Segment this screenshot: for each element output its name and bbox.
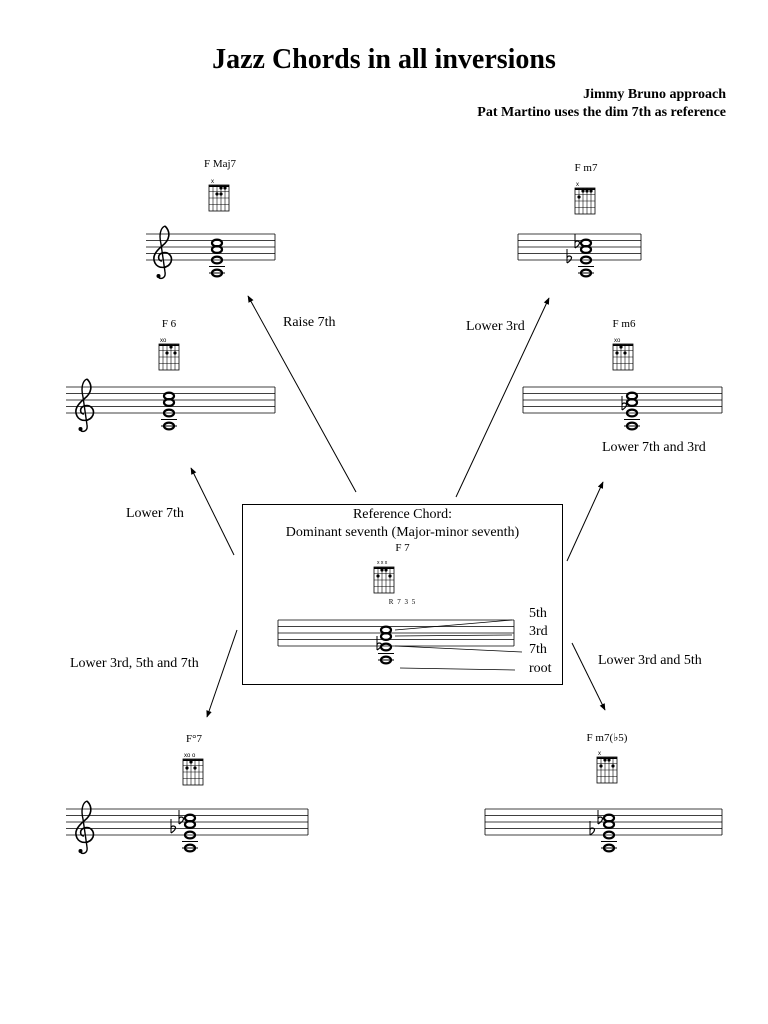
reference-chord-name: F 7	[395, 542, 410, 554]
chord-diagram-fmaj7: x	[208, 179, 230, 212]
chord-diagram-fdim7: xo o	[182, 753, 204, 786]
reference-description: Dominant seventh (Major-minor seventh)	[285, 525, 520, 540]
arrow-lower-7th	[190, 467, 235, 556]
svg-text:x: x	[576, 182, 579, 188]
svg-text:x: x	[211, 179, 214, 185]
chord-name-fm6: F m6	[612, 318, 636, 330]
svg-text:x: x	[598, 751, 601, 757]
label-root: root	[529, 661, 552, 676]
chord-name-fm7: F m7	[574, 162, 598, 174]
chord-diagram-f7: x x x	[373, 560, 395, 594]
label-raise-7th: Raise 7th	[283, 315, 336, 330]
staff-fm7	[517, 233, 642, 278]
chord-diagram-fm7: x	[574, 182, 596, 215]
arrow-lower-3rd-5th-7th	[206, 629, 238, 718]
staff-f6	[66, 378, 276, 433]
page-title: Jazz Chords in all inversions	[212, 44, 556, 75]
arrow-lower-3rd-and-5th	[571, 642, 606, 711]
staff-fmaj7	[146, 225, 276, 280]
label-lower-7th: Lower 7th	[126, 506, 184, 521]
chord-diagram-fm7b5: x	[596, 751, 618, 784]
staff-f7	[277, 619, 523, 671]
reference-heading: Reference Chord:	[352, 507, 453, 522]
label-lower-3rd-and-5th: Lower 3rd and 5th	[598, 653, 702, 668]
label-lower-3rd-5th-7th: Lower 3rd, 5th and 7th	[70, 656, 199, 671]
chord-name-fm7b5: F m7(♭5)	[586, 732, 628, 744]
label-seventh: 7th	[529, 642, 547, 657]
label-third: 3rd	[529, 624, 548, 639]
svg-text:xo: xo	[614, 338, 621, 344]
svg-text:xo: xo	[160, 338, 167, 344]
subtitle-approach: Jimmy Bruno approach	[583, 87, 726, 102]
arrow-raise-7th	[247, 295, 357, 493]
chord-name-fdim7: F°7	[185, 733, 203, 745]
subtitle-reference-note: Pat Martino uses the dim 7th as referenc…	[477, 105, 726, 120]
label-fifth: 5th	[529, 606, 547, 621]
reference-chord-box: Reference Chord: Dominant seventh (Major…	[242, 504, 563, 685]
staff-fm7b5	[484, 808, 723, 853]
reference-fingering: R 7 3 5	[388, 598, 417, 606]
chord-diagram-f6: xo	[158, 338, 180, 371]
arrow-lower-7th-and-3rd	[566, 481, 604, 562]
label-lower-7th-and-3rd: Lower 7th and 3rd	[602, 440, 706, 455]
chord-diagram-fm6: xo	[612, 338, 634, 371]
chord-name-fmaj7: F Maj7	[203, 158, 237, 170]
arrow-lower-3rd	[455, 297, 550, 498]
svg-text:x x x: x x x	[377, 560, 388, 566]
chord-name-f6: F 6	[161, 318, 177, 330]
label-lower-3rd: Lower 3rd	[466, 319, 525, 334]
staff-fm6	[522, 386, 723, 431]
svg-text:xo o: xo o	[184, 753, 196, 759]
staff-fdim7	[66, 800, 309, 855]
arrows	[190, 295, 606, 718]
